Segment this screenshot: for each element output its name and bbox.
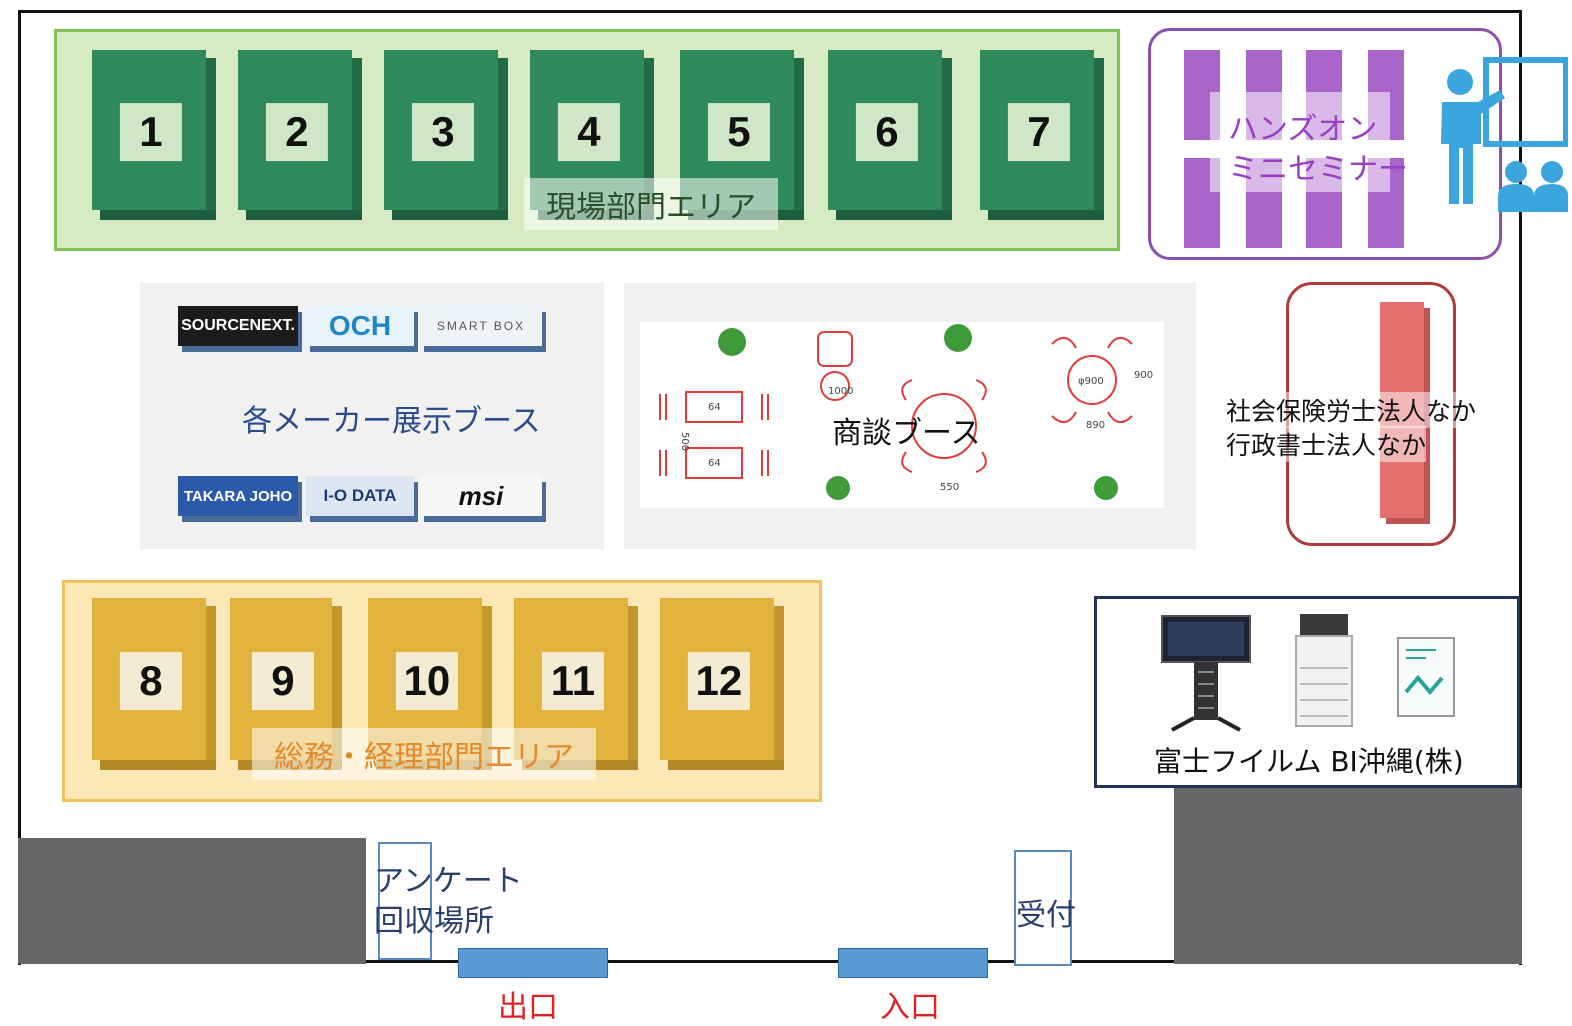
- booth-8[interactable]: 8: [92, 598, 216, 770]
- hall-outline: [18, 10, 1522, 965]
- survey-label-line1: アンケート: [374, 864, 523, 899]
- booth-1[interactable]: 1: [92, 50, 216, 220]
- booth-number: 1: [119, 103, 182, 162]
- booth-2[interactable]: 2: [238, 50, 362, 220]
- booth-number: 7: [1007, 103, 1070, 162]
- entrance-label: 入口: [880, 990, 940, 1025]
- survey-desk: [378, 842, 432, 960]
- dim-500: 500: [679, 432, 690, 451]
- corner-block-left: [18, 838, 366, 964]
- plant-icon: [718, 328, 746, 356]
- logo-smartbox: SMART BOX: [420, 306, 542, 346]
- booth-number: 3: [411, 103, 474, 162]
- shodan-label: 商談ブース: [832, 416, 981, 451]
- booth-number: 12: [687, 652, 750, 711]
- booth-number: 8: [119, 652, 182, 711]
- reception-label: 受付: [1016, 898, 1076, 933]
- seminar-label-line1: ハンズオン: [1228, 112, 1378, 147]
- dim-64-bottom: 64: [708, 458, 721, 469]
- seminar-label-line2: ミニセミナー: [1228, 152, 1408, 187]
- survey-label-line2: 回収場所: [374, 904, 494, 939]
- booth-number: 4: [557, 103, 620, 162]
- booth-number: 11: [541, 652, 604, 711]
- brochure-icon: [1397, 637, 1455, 717]
- logo-takara-joho: TAKARA JOHO: [178, 476, 298, 516]
- printer-icon: [1295, 614, 1353, 727]
- presenter-icon: [1441, 57, 1568, 212]
- reception-desk: [1014, 850, 1072, 966]
- seminar-label-bg: [1210, 92, 1390, 192]
- plant-icon: [944, 324, 972, 352]
- legal-label-line1: 社会保険労士法人なか: [1226, 392, 1477, 428]
- maker-booth-label: 各メーカー展示ブース: [242, 404, 541, 439]
- plant-icon: [1094, 476, 1118, 500]
- genba-area-label: 現場部門エリア: [524, 178, 778, 230]
- logo-msi: msi: [420, 476, 542, 516]
- booth-6[interactable]: 6: [828, 50, 952, 220]
- dim-890: 890: [1086, 420, 1105, 431]
- booth-12[interactable]: 12: [660, 598, 784, 770]
- logo-och: OCH: [306, 306, 414, 346]
- logo-io-data: I-O DATA: [306, 476, 414, 516]
- somu-area-label: 総務・経理部門エリア: [252, 728, 596, 780]
- fujifilm-label: 富士フイルム BI沖縄(株): [1154, 745, 1464, 778]
- plant-icon: [826, 476, 850, 500]
- booth-number: 2: [265, 103, 328, 162]
- hall-bottom-wall: [366, 960, 1174, 963]
- corner-block-right: [1174, 788, 1522, 964]
- fujifilm-booth[interactable]: [1094, 596, 1520, 788]
- legal-label-line2: 行政書士法人なか: [1226, 426, 1427, 462]
- booth-7[interactable]: 7: [980, 50, 1104, 220]
- booth-number: 5: [707, 103, 770, 162]
- booth-number: 6: [855, 103, 918, 162]
- exit-door[interactable]: [458, 948, 608, 978]
- dim-900: 900: [1134, 370, 1153, 381]
- logo-sourcenext: SOURCENEXT.: [178, 306, 298, 346]
- booth-number: 9: [251, 652, 314, 711]
- booth-number: 10: [395, 652, 458, 711]
- dim-64-top: 64: [708, 402, 721, 413]
- entrance-door[interactable]: [838, 948, 988, 978]
- dim-1000: 1000: [828, 386, 853, 397]
- shodan-furniture-plan: 500 64 64 1000 φ900 900 550 890: [659, 324, 1153, 500]
- display-icon: [1161, 615, 1251, 732]
- booth-3[interactable]: 3: [384, 50, 508, 220]
- dim-phi900: φ900: [1078, 376, 1104, 387]
- exit-label: 出口: [498, 990, 558, 1025]
- dim-550: 550: [940, 482, 959, 493]
